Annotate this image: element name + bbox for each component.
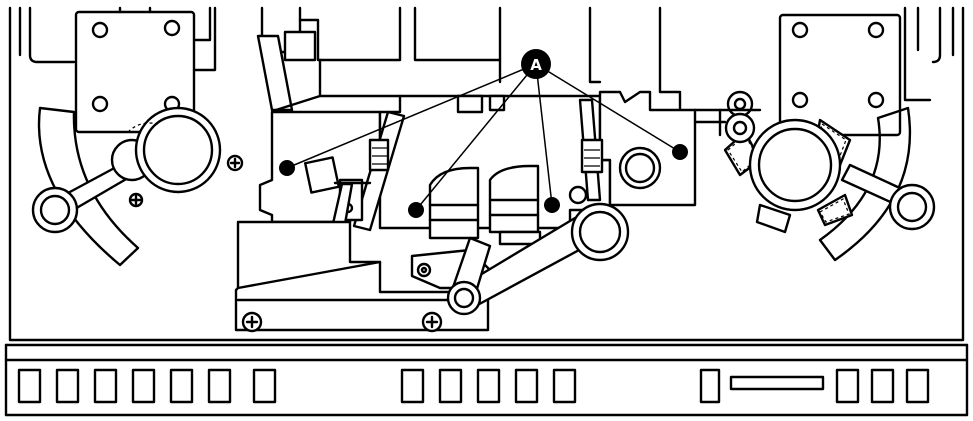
callout-point — [279, 160, 295, 176]
right-reel-assembly — [693, 6, 942, 262]
screw-head-icon — [241, 311, 263, 333]
head-block — [234, 6, 697, 333]
callout-a: A — [279, 49, 688, 218]
button-group-left — [17, 368, 277, 404]
left-reel-assembly — [28, 6, 244, 267]
callout-point — [408, 202, 424, 218]
screw-head-icon — [226, 154, 244, 172]
pinch-roller-icon — [570, 202, 630, 262]
callout-point — [544, 197, 560, 213]
callout-label: A — [530, 56, 542, 74]
screw-head-icon — [128, 192, 144, 208]
callout-point — [672, 144, 688, 160]
chassis — [4, 6, 969, 417]
reel-hub-icon — [723, 118, 854, 234]
button-group-middle — [400, 368, 577, 404]
control-panel — [17, 368, 930, 404]
slider-slot — [729, 375, 825, 391]
callout-badge — [521, 49, 551, 79]
screw-head-icon — [421, 311, 443, 333]
button-group-right — [699, 368, 930, 404]
